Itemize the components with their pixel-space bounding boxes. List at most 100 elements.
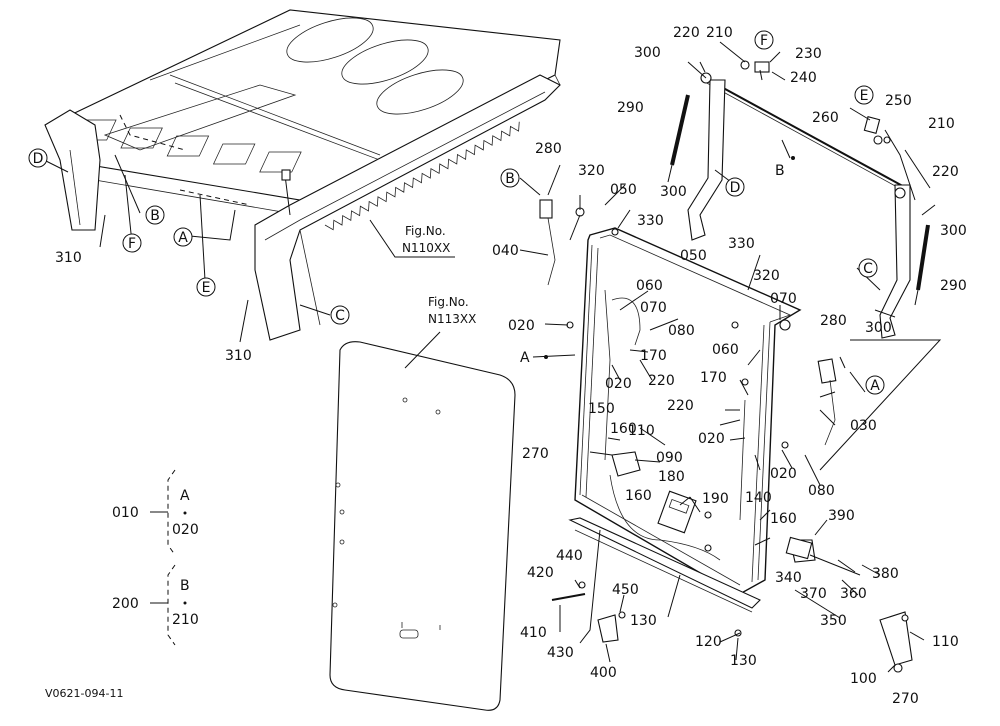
part-number-label: 150 [588,401,615,417]
circled-letter-callout: C [330,305,350,325]
callout-letter: D [33,151,44,167]
circled-letter-callout: E [196,277,216,297]
part-number-label: 300 [634,45,661,61]
part-number-label: 110 [932,634,959,650]
circled-letter-callout: D [28,148,48,168]
window-panel [329,341,516,711]
part-number-label: 110 [628,423,655,439]
callout-circle [858,258,878,278]
legend-sub: 020 [172,522,199,538]
callout-circle [173,227,193,247]
callout-circle [28,148,48,168]
part-number-label: 210 [706,25,733,41]
legend-letter: B [180,578,190,594]
part-number-label: 380 [872,566,899,582]
part-number-label: 440 [556,548,583,564]
callout-circle [865,375,885,395]
part-number-label: 050 [680,248,707,264]
part-number-label: 280 [535,141,562,157]
part-number-label: 230 [795,46,822,62]
part-number-label: 130 [630,613,657,629]
part-number-label: 160 [625,488,652,504]
callout-circle [145,205,165,225]
fig-ref-line2: N113XX [428,312,476,326]
door-frame [539,60,930,673]
part-number-label: 040 [492,243,519,259]
legend-number: 010 [112,505,139,521]
part-number-label: 300 [940,223,967,239]
callout-letter: B [150,208,160,224]
callout-letter: C [335,308,345,324]
part-number-label: 450 [612,582,639,598]
part-number-label: 030 [850,418,877,434]
circled-letter-callout: A [173,227,193,247]
part-number-label: 400 [590,665,617,681]
drawing-code: V0621-094-11 [45,687,123,700]
part-number-label: 420 [527,565,554,581]
circled-letter-callout: F [754,30,774,50]
part-number-label: 360 [840,586,867,602]
part-number-label: 270 [892,691,919,707]
part-number-label: 020 [698,431,725,447]
part-number-label: 020 [605,376,632,392]
part-number-label: 220 [673,25,700,41]
part-number-label: 180 [658,469,685,485]
legend-sub: 210 [172,612,199,628]
part-number-label: 330 [637,213,664,229]
callout-letter: E [202,280,211,296]
callout-circle [330,305,350,325]
circled-letter-callout: A [865,375,885,395]
circled-letter-callout: B [500,168,520,188]
fig-ref-line1: Fig.No. [405,224,446,238]
part-number-label: 350 [820,613,847,629]
part-number-label: 390 [828,508,855,524]
part-number-label: 220 [648,373,675,389]
part-number-label: 130 [730,653,757,669]
fig-ref-line2: N110XX [402,241,450,255]
part-number-label: 340 [775,570,802,586]
circled-letter-callout: B [145,205,165,225]
part-number-label: 080 [808,483,835,499]
part-number-label: 220 [932,164,959,180]
roof-assembly [44,9,561,341]
part-number-label: 140 [745,490,772,506]
part-number-label: 170 [700,370,727,386]
part-number-label: 290 [617,100,644,116]
part-number-label: 160 [610,421,637,437]
part-number-label: 300 [865,320,892,336]
part-number-label: 060 [636,278,663,294]
part-number-label: 250 [885,93,912,109]
callout-circle [854,85,874,105]
callout-letter: A [178,230,188,246]
part-number-label: 270 [522,446,549,462]
circled-letter-callout: D [725,177,745,197]
marker-letter: A [520,350,530,366]
part-number-label: 330 [728,236,755,252]
legend-letter: A [180,488,190,504]
part-number-label: 080 [668,323,695,339]
part-number-label: 170 [640,348,667,364]
frame-markers: A B [520,156,795,366]
legend-number: 200 [112,596,139,612]
part-number-label: 240 [790,70,817,86]
part-number-label: 070 [770,291,797,307]
part-number-label: 120 [695,634,722,650]
leader-lines [39,41,942,673]
callout-circle [196,277,216,297]
callout-letter: F [128,236,136,252]
part-number-label: 320 [753,268,780,284]
callout-circle [122,233,142,253]
part-number-label: 430 [547,645,574,661]
callout-letter: F [760,33,768,49]
fig-ref-line1: Fig.No. [428,295,469,309]
part-number-label: 320 [578,163,605,179]
part-number-label: 310 [225,348,252,364]
part-number-label: 020 [508,318,535,334]
circled-letter-callout: C [858,258,878,278]
callout-letter: E [860,88,869,104]
part-number-label: 160 [770,511,797,527]
marker-letter: B [775,163,785,179]
